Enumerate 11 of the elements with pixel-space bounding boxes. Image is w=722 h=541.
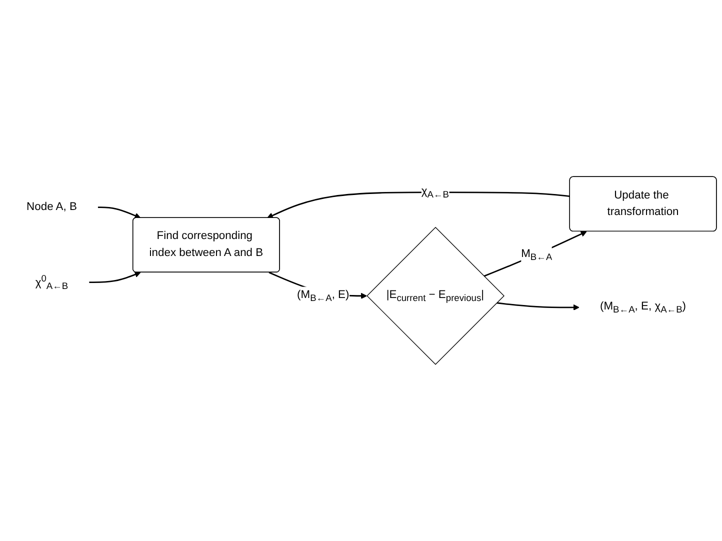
arrow bbox=[496, 302, 580, 310]
edge-label: (M$_{B←A}$, E) bbox=[297, 288, 350, 303]
node-text: (M$_{B←A}$, E, χ$_{A←B}$) bbox=[600, 300, 686, 314]
arrow bbox=[98, 206, 141, 219]
arrow bbox=[484, 231, 587, 277]
arrow bbox=[89, 272, 141, 283]
node-diamond: |E$_{current}$ − E$_{previous}$| bbox=[366, 226, 504, 365]
arrow bbox=[267, 192, 570, 218]
node-text: Node A, B bbox=[26, 201, 77, 213]
edge-label: M$_{B←A}$ bbox=[521, 248, 552, 262]
edge-label: χ$_{A←B}$ bbox=[421, 185, 449, 200]
